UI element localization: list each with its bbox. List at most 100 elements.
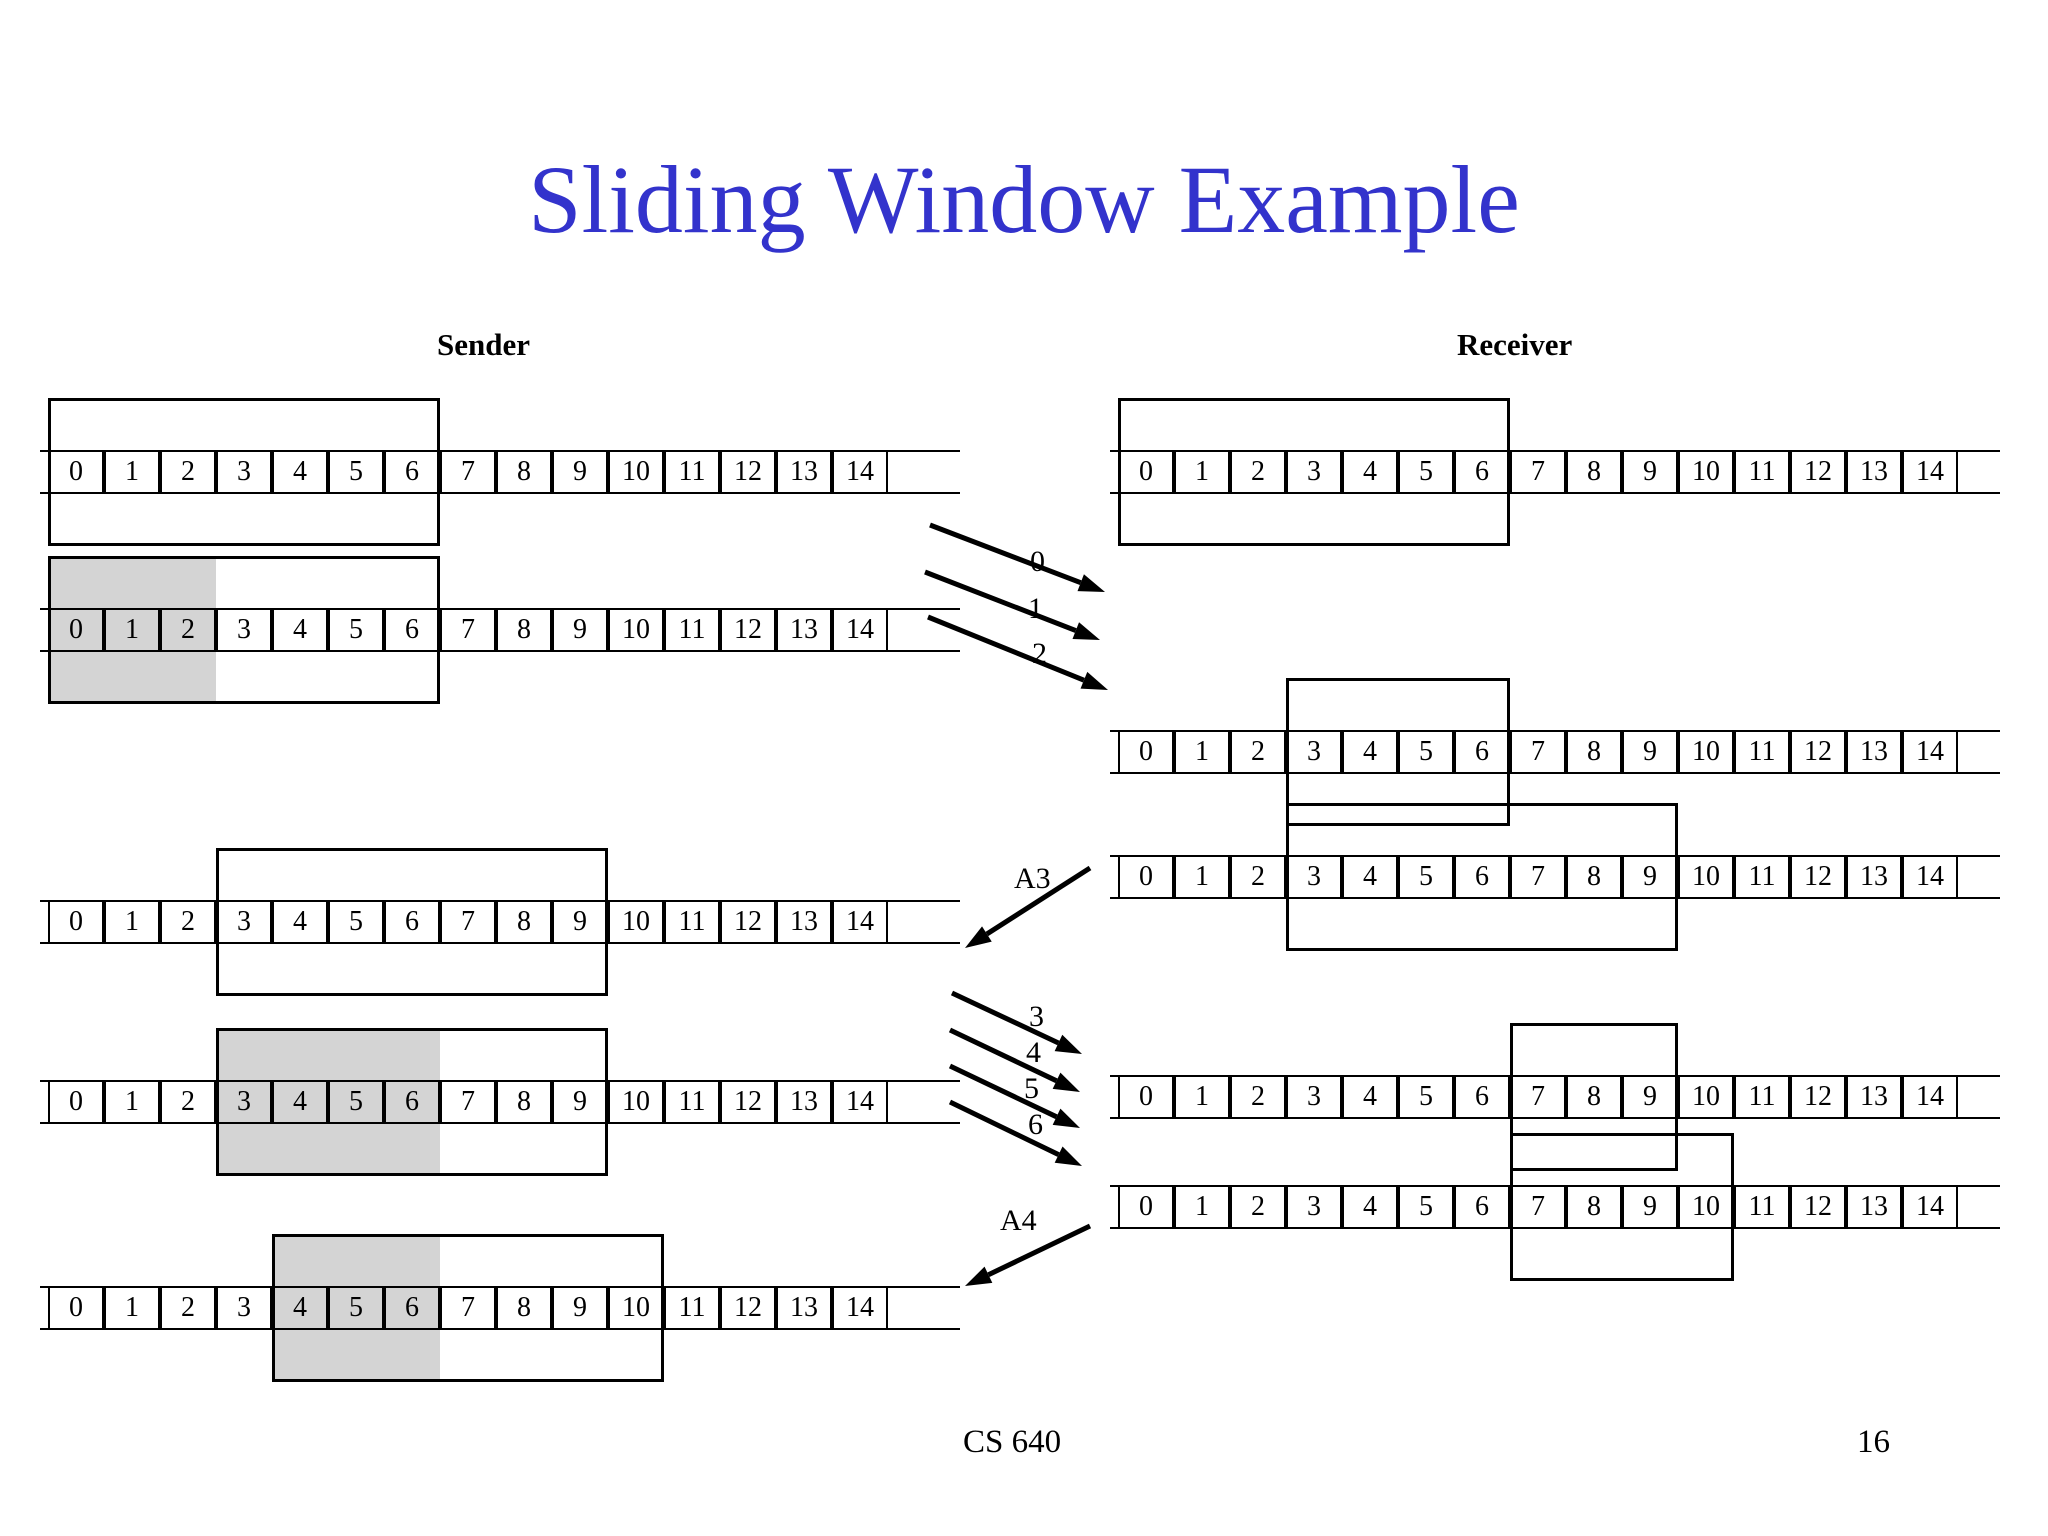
sequence-cell[interactable]: 13 (776, 608, 832, 652)
sequence-cell[interactable]: 4 (272, 608, 328, 652)
sequence-cell[interactable]: 8 (1566, 855, 1622, 899)
sequence-cell[interactable]: 11 (1734, 855, 1790, 899)
sequence-cell[interactable]: 9 (552, 1286, 608, 1330)
sequence-cell[interactable]: 0 (1118, 855, 1174, 899)
sequence-cell[interactable]: 11 (1734, 1075, 1790, 1119)
sequence-cell[interactable]: 10 (608, 1286, 664, 1330)
sequence-cell[interactable]: 12 (1790, 450, 1846, 494)
sequence-cell[interactable]: 10 (1678, 730, 1734, 774)
sequence-cell[interactable]: 1 (1174, 1185, 1230, 1229)
sequence-cell[interactable]: 0 (1118, 1075, 1174, 1119)
sequence-cell[interactable]: 9 (1622, 730, 1678, 774)
sequence-cell[interactable]: 14 (832, 900, 888, 944)
sequence-cell[interactable]: 8 (496, 450, 552, 494)
sequence-cell[interactable]: 3 (216, 450, 272, 494)
sequence-cell[interactable]: 12 (720, 1080, 776, 1124)
sequence-cell[interactable]: 2 (160, 450, 216, 494)
sequence-cell[interactable]: 7 (1510, 730, 1566, 774)
sequence-cell[interactable]: 3 (216, 608, 272, 652)
sequence-cell[interactable]: 12 (1790, 1075, 1846, 1119)
sequence-cell[interactable]: 8 (1566, 450, 1622, 494)
sequence-cell[interactable]: 12 (1790, 855, 1846, 899)
sequence-cell[interactable]: 9 (1622, 1075, 1678, 1119)
sequence-cell[interactable]: 9 (1622, 450, 1678, 494)
sequence-cell[interactable]: 11 (1734, 730, 1790, 774)
sequence-cell[interactable]: 5 (328, 1286, 384, 1330)
sequence-cell[interactable]: 2 (160, 1080, 216, 1124)
sequence-cell[interactable]: 4 (1342, 1185, 1398, 1229)
sequence-cell[interactable]: 9 (552, 608, 608, 652)
sequence-cell[interactable]: 9 (1622, 855, 1678, 899)
sequence-cell[interactable]: 14 (1902, 730, 1958, 774)
sequence-cell[interactable]: 12 (1790, 1185, 1846, 1229)
sequence-cell[interactable]: 1 (104, 900, 160, 944)
sequence-cell[interactable]: 3 (216, 900, 272, 944)
sequence-cell[interactable]: 4 (1342, 1075, 1398, 1119)
sequence-cell[interactable]: 1 (1174, 450, 1230, 494)
sequence-cell[interactable]: 1 (1174, 730, 1230, 774)
sequence-cell[interactable]: 0 (1118, 1185, 1174, 1229)
sequence-cell[interactable]: 10 (1678, 450, 1734, 494)
sequence-cell[interactable]: 0 (48, 900, 104, 944)
sequence-cell[interactable]: 5 (1398, 855, 1454, 899)
sequence-cell[interactable]: 12 (720, 1286, 776, 1330)
sequence-cell[interactable]: 9 (1622, 1185, 1678, 1229)
sequence-cell[interactable]: 12 (720, 900, 776, 944)
sequence-cell[interactable]: 8 (496, 1080, 552, 1124)
sequence-cell[interactable]: 4 (1342, 855, 1398, 899)
sequence-cell[interactable]: 13 (776, 1286, 832, 1330)
sequence-cell[interactable]: 11 (664, 450, 720, 494)
sequence-cell[interactable]: 13 (776, 1080, 832, 1124)
sequence-cell[interactable]: 0 (48, 1080, 104, 1124)
sequence-cell[interactable]: 3 (1286, 1185, 1342, 1229)
sequence-cell[interactable]: 5 (1398, 1075, 1454, 1119)
sequence-cell[interactable]: 6 (384, 900, 440, 944)
sequence-cell[interactable]: 14 (832, 1080, 888, 1124)
sequence-cell[interactable]: 9 (552, 1080, 608, 1124)
sequence-cell[interactable]: 6 (384, 450, 440, 494)
sequence-cell[interactable]: 7 (440, 900, 496, 944)
sequence-cell[interactable]: 6 (1454, 1185, 1510, 1229)
sequence-cell[interactable]: 11 (664, 608, 720, 652)
sequence-cell[interactable]: 13 (776, 450, 832, 494)
sequence-cell[interactable]: 11 (1734, 1185, 1790, 1229)
sequence-cell[interactable]: 6 (1454, 855, 1510, 899)
sequence-cell[interactable]: 12 (720, 450, 776, 494)
sequence-cell[interactable]: 8 (1566, 730, 1622, 774)
sequence-cell[interactable]: 8 (496, 608, 552, 652)
sequence-cell[interactable]: 5 (1398, 1185, 1454, 1229)
sequence-cell[interactable]: 7 (440, 1080, 496, 1124)
sequence-cell[interactable]: 1 (104, 608, 160, 652)
sequence-cell[interactable]: 14 (832, 608, 888, 652)
sequence-cell[interactable]: 1 (1174, 1075, 1230, 1119)
sequence-cell[interactable]: 7 (440, 450, 496, 494)
sequence-cell[interactable]: 11 (664, 1286, 720, 1330)
sequence-cell[interactable]: 7 (1510, 1185, 1566, 1229)
sequence-cell[interactable]: 5 (1398, 730, 1454, 774)
sequence-cell[interactable]: 5 (328, 608, 384, 652)
sequence-cell[interactable]: 6 (1454, 450, 1510, 494)
sequence-cell[interactable]: 6 (1454, 1075, 1510, 1119)
sequence-cell[interactable]: 3 (1286, 1075, 1342, 1119)
sequence-cell[interactable]: 1 (104, 1080, 160, 1124)
sequence-cell[interactable]: 13 (1846, 855, 1902, 899)
sequence-cell[interactable]: 6 (1454, 730, 1510, 774)
sequence-cell[interactable]: 2 (1230, 450, 1286, 494)
sequence-cell[interactable]: 3 (1286, 730, 1342, 774)
sequence-cell[interactable]: 2 (160, 1286, 216, 1330)
sequence-cell[interactable]: 13 (1846, 1075, 1902, 1119)
sequence-cell[interactable]: 14 (832, 1286, 888, 1330)
sequence-cell[interactable]: 10 (608, 608, 664, 652)
sequence-cell[interactable]: 1 (104, 1286, 160, 1330)
sequence-cell[interactable]: 8 (1566, 1075, 1622, 1119)
sequence-cell[interactable]: 4 (1342, 450, 1398, 494)
sequence-cell[interactable]: 6 (384, 608, 440, 652)
sequence-cell[interactable]: 13 (776, 900, 832, 944)
sequence-cell[interactable]: 2 (1230, 855, 1286, 899)
sequence-cell[interactable]: 12 (720, 608, 776, 652)
sequence-cell[interactable]: 9 (552, 900, 608, 944)
sequence-cell[interactable]: 10 (608, 1080, 664, 1124)
sequence-cell[interactable]: 5 (1398, 450, 1454, 494)
sequence-cell[interactable]: 9 (552, 450, 608, 494)
sequence-cell[interactable]: 7 (440, 608, 496, 652)
